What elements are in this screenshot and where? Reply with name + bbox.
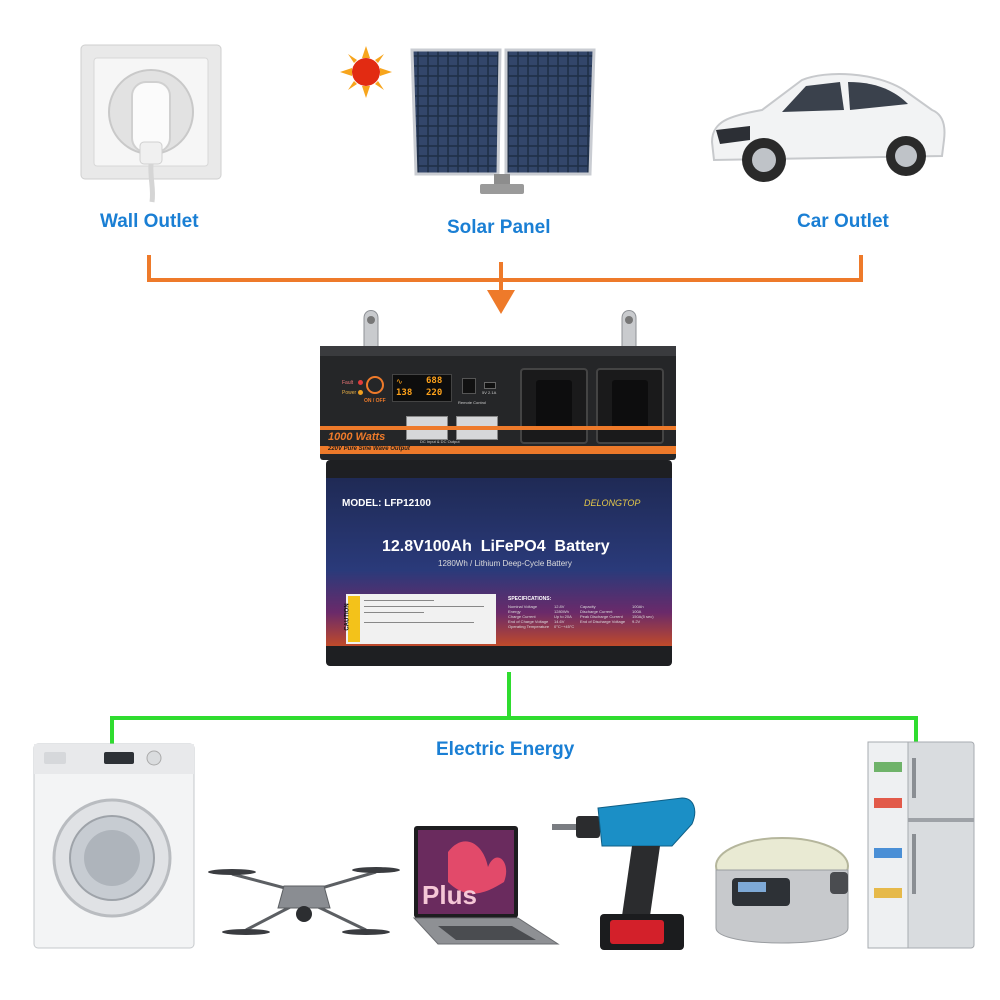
output-line-right bbox=[914, 716, 918, 744]
remote-label: Remote Control bbox=[458, 400, 487, 405]
sun-icon bbox=[340, 46, 392, 98]
terminal-right-icon bbox=[621, 310, 637, 352]
output-line-center bbox=[507, 672, 511, 720]
solar-panel-label: Solar Panel bbox=[447, 217, 551, 238]
battery-unit: MODEL: LFP12100 DELONGTOP 12.8V100Ah LiF… bbox=[326, 460, 672, 666]
dc-io-label: DC Input & DC Output bbox=[420, 439, 460, 444]
battery-subtitle: 1280Wh / Lithium Deep-Cycle Battery bbox=[438, 559, 572, 568]
washing-machine-icon bbox=[33, 743, 195, 949]
refrigerator-icon bbox=[867, 741, 975, 949]
fault-led-label: Fault bbox=[342, 380, 354, 386]
laptop-icon: Plus bbox=[412, 826, 560, 945]
power-led bbox=[358, 390, 363, 395]
caution-label: CAUTION bbox=[344, 603, 351, 631]
wall-outlet-label: Wall Outlet bbox=[100, 211, 199, 232]
usb-label: 5V 2.1A bbox=[482, 390, 497, 395]
drill-icon bbox=[552, 797, 696, 950]
car-outlet-label: Car Outlet bbox=[797, 211, 889, 232]
power-led-label: Power bbox=[342, 390, 357, 396]
ac-outlet-2[interactable] bbox=[596, 368, 664, 444]
inverter-subtitle: 220V Pure Sine Wave Output bbox=[328, 446, 410, 452]
usb-port[interactable] bbox=[484, 382, 496, 389]
battery-title: 12.8V100Ah LiFePO4 Battery bbox=[382, 538, 610, 555]
onoff-label: ON / OFF bbox=[364, 398, 386, 404]
power-button[interactable] bbox=[366, 376, 384, 394]
solar-panel-icon bbox=[410, 48, 596, 194]
car-icon bbox=[710, 73, 946, 182]
drone-icon bbox=[208, 867, 400, 935]
fault-led bbox=[358, 380, 363, 385]
caution-panel: CAUTION bbox=[344, 594, 496, 644]
inverter-power-label: 1000 Watts bbox=[328, 431, 386, 443]
wall-outlet-icon bbox=[80, 44, 222, 203]
svg-text:Plus: Plus bbox=[422, 880, 477, 910]
inverter-unit: Fault Power ON / OFF ∿ 688 138 220 Remot… bbox=[320, 300, 676, 460]
lcd-bottom-right-value: 220 bbox=[426, 388, 443, 398]
remote-port[interactable] bbox=[462, 378, 476, 394]
lcd-bottom-left-value: 138 bbox=[396, 388, 413, 398]
input-line-right bbox=[859, 255, 863, 280]
terminal-left-icon bbox=[363, 310, 379, 352]
input-line-center bbox=[499, 262, 503, 292]
battery-model: MODEL: LFP12100 bbox=[342, 498, 431, 509]
output-line-left bbox=[110, 716, 114, 744]
lcd-top-value: 688 bbox=[426, 376, 443, 386]
ac-outlet-1[interactable] bbox=[520, 368, 588, 444]
spec-title: SPECIFICATIONS: bbox=[508, 596, 552, 602]
rice-cooker-icon bbox=[715, 837, 849, 944]
input-line-horizontal bbox=[147, 278, 863, 282]
input-line-left bbox=[147, 255, 151, 280]
input-arrow-icon bbox=[487, 290, 515, 314]
lcd-display: ∿ 688 138 220 bbox=[392, 374, 452, 402]
output-line-horizontal bbox=[110, 716, 918, 720]
electric-energy-label: Electric Energy bbox=[436, 739, 575, 760]
battery-brand-logo: DELONGTOP bbox=[584, 498, 641, 508]
